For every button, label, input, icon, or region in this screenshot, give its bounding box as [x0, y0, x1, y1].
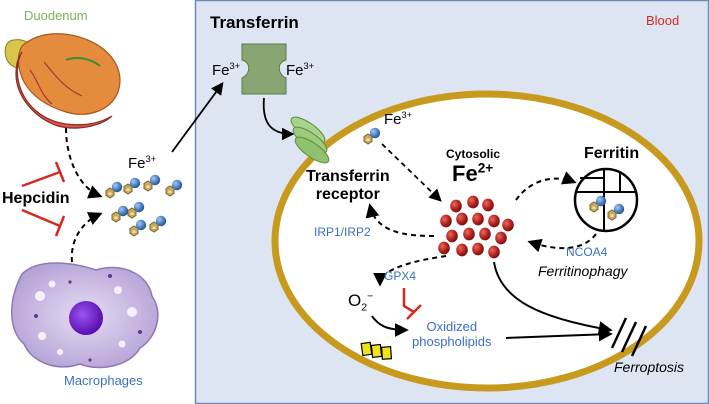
macrophages-label: Macrophages — [64, 373, 143, 388]
transferrin-receptor-label: Transferrin receptor — [306, 168, 390, 203]
fe3-released-label: Fe3+ — [384, 110, 413, 128]
fe3-transferrin-right-label: Fe3+ — [286, 61, 315, 79]
ferritin-label: Ferritin — [584, 145, 640, 162]
oxidized-to-ferroptosis-arrow — [505, 327, 613, 342]
superoxide-to-oxidized-arrow — [371, 315, 409, 337]
extracellular-fe3-pool — [106, 175, 182, 236]
fe2-to-ferroptosis-arrow — [493, 261, 613, 336]
fe3-transferrin-left-label: Fe3+ — [212, 61, 241, 79]
fe3-to-cytosol-arrow — [381, 143, 442, 202]
irp-label: IRP1/IRP2 — [314, 225, 371, 239]
membrane-channel-icon — [360, 341, 393, 360]
blood-label: Blood — [646, 13, 680, 28]
iron-to-transferrin-arrow — [171, 81, 224, 153]
ferritinophagy-arrow — [527, 233, 597, 253]
membrane-rupture-marks — [610, 317, 648, 357]
fe2-label: Fe2+ — [452, 160, 494, 186]
oxidized-phospholipids-label: Oxidized phospholipids — [412, 319, 492, 349]
duodenum-label: Duodenum — [24, 8, 88, 23]
superoxide-label: O2− — [348, 290, 374, 314]
ferroptosis-label: Ferroptosis — [614, 359, 685, 375]
ncoa4-label: NCOA4 — [566, 245, 608, 259]
hepcidin-inhibit-macrophage — [21, 208, 61, 228]
hepcidin-label: Hepcidin — [2, 190, 70, 207]
gpx4-inhibit-line — [402, 288, 415, 314]
cytosolic-label: Cytosolic — [446, 147, 501, 161]
ferritin-cage-icon — [573, 167, 639, 233]
macrophage-cell-icon — [11, 262, 159, 369]
fe3-pool-label: Fe3+ — [128, 154, 157, 172]
duodenum-to-iron-arrow — [65, 127, 103, 199]
transferrin-receptor-icon — [290, 116, 330, 164]
transferrin-title: Transferrin — [210, 13, 299, 32]
transferrin-protein-icon — [241, 43, 287, 95]
transferrin-to-receptor-arrow — [262, 97, 295, 141]
duodenum-organ-icon — [4, 33, 121, 129]
cell-membrane — [271, 90, 703, 392]
ferritinophagy-label: Ferritinophagy — [538, 263, 628, 279]
hepcidin-inhibit-duodenum — [21, 170, 61, 188]
gpx4-label: GPX4 — [384, 269, 417, 283]
macrophage-to-iron-arrow — [70, 212, 103, 263]
